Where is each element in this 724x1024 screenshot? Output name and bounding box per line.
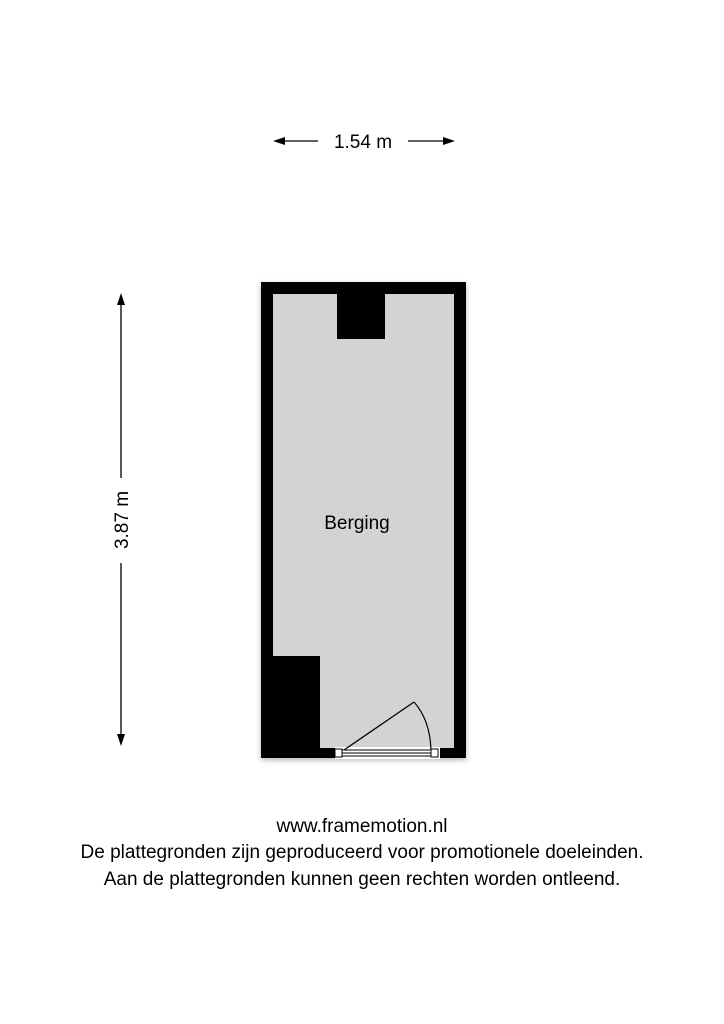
door bbox=[334, 701, 440, 759]
footer-disclaimer-1: De plattegronden zijn geproduceerd voor … bbox=[80, 842, 644, 863]
footer-website: www.framemotion.nl bbox=[276, 816, 448, 837]
width-dimension: 1.54 m bbox=[273, 132, 455, 153]
footer-disclaimer-2: Aan de plattegronden kunnen geen rechten… bbox=[103, 869, 621, 890]
room-label: Berging bbox=[324, 513, 390, 534]
wall-block bbox=[273, 656, 320, 748]
chimney-column bbox=[337, 294, 385, 339]
height-label: 3.87 m bbox=[112, 491, 133, 549]
height-dimension: 3.87 m bbox=[112, 293, 133, 746]
width-label: 1.54 m bbox=[334, 132, 392, 153]
